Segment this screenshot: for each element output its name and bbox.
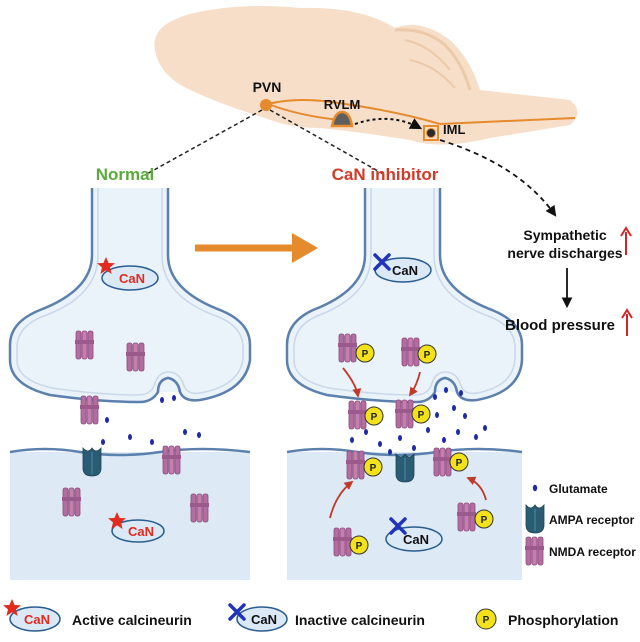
right-phospho-2: [417, 344, 437, 364]
pvn-to-normal-line: [144, 109, 263, 176]
legend-active-can: [9, 606, 61, 632]
legend-inactive-can-text: CaN: [251, 612, 277, 627]
left-can-active-2: [111, 519, 165, 543]
legend-glutamate-icon: [532, 484, 538, 492]
legend-phospho-icon: [475, 608, 497, 630]
legend-phospho-label: Phosphorylation: [508, 612, 618, 628]
normal-panel: [8, 188, 252, 580]
right-nmda-presyn-1: [347, 400, 368, 430]
right-phospho-8: [474, 509, 494, 529]
right-phospho-6: [449, 452, 469, 472]
right-nmda-2: [400, 337, 421, 367]
left-can-active: [101, 265, 159, 291]
right-nmda-3: [332, 527, 353, 557]
right-phospho-5: [363, 457, 383, 477]
left-nmda-4: [189, 493, 210, 523]
sympathetic-line1: Sympathetic: [523, 227, 606, 243]
legend-nmda-icon: [524, 536, 545, 566]
sympathetic-line2: nerve discharges: [507, 245, 622, 261]
right-nmda-1: [337, 333, 358, 363]
left-nmda-presyn: [79, 395, 100, 425]
right-can-label: CaN: [392, 263, 418, 278]
pvn-label: PVN: [253, 79, 282, 95]
normal-title: Normal: [96, 165, 155, 184]
pvn-to-inhibitor-line: [269, 109, 386, 176]
right-nmda-4: [456, 502, 477, 532]
legend-ampa-icon: [525, 504, 545, 534]
right-nmda-post-2: [432, 447, 453, 477]
right-phospho-3: [364, 406, 384, 426]
left-nmda-post: [161, 445, 182, 475]
right-phospho-4: [411, 404, 431, 424]
right-phospho-1: [355, 343, 375, 363]
legend-glutamate-label: Glutamate: [549, 482, 608, 496]
right-glutamate-dots: [350, 387, 487, 455]
right-can-inactive-2: [385, 526, 443, 552]
right-can-label-2: CaN: [403, 532, 429, 547]
left-ampa: [82, 447, 102, 477]
left-can-label: CaN: [119, 271, 145, 286]
right-phospho-7: [349, 535, 369, 555]
rat-brain: [154, 6, 578, 145]
pvn-dot: [260, 99, 272, 111]
legend-active-can-text: CaN: [24, 612, 50, 627]
left-can-label-2: CaN: [128, 524, 154, 539]
left-nmda-3: [61, 487, 82, 517]
iml-label: IML: [443, 122, 465, 137]
left-glutamate-dots: [101, 395, 201, 445]
right-ampa: [395, 453, 415, 483]
rvlm-label: RVLM: [324, 97, 361, 112]
right-nmda-presyn-2: [394, 399, 415, 429]
legend-inactive-label: Inactive calcineurin: [295, 612, 425, 628]
treatment-arrowhead: [292, 233, 318, 263]
legend-phospho-symbol: P: [483, 615, 490, 626]
left-nmda-1: [74, 330, 95, 360]
inhibitor-title: CaN inhibitor: [332, 165, 439, 184]
blood-pressure-label: Blood pressure: [505, 317, 615, 334]
iml-to-effects-arrow: [439, 139, 557, 217]
left-nmda-2: [125, 342, 146, 372]
legend-ampa-label: AMPA receptor: [549, 513, 635, 527]
legend-inactive-can: [236, 606, 288, 632]
legend-nmda-label: NMDA receptor: [549, 545, 636, 559]
legend-active-label: Active calcineurin: [72, 612, 192, 628]
right-nmda-post-1: [345, 450, 366, 480]
